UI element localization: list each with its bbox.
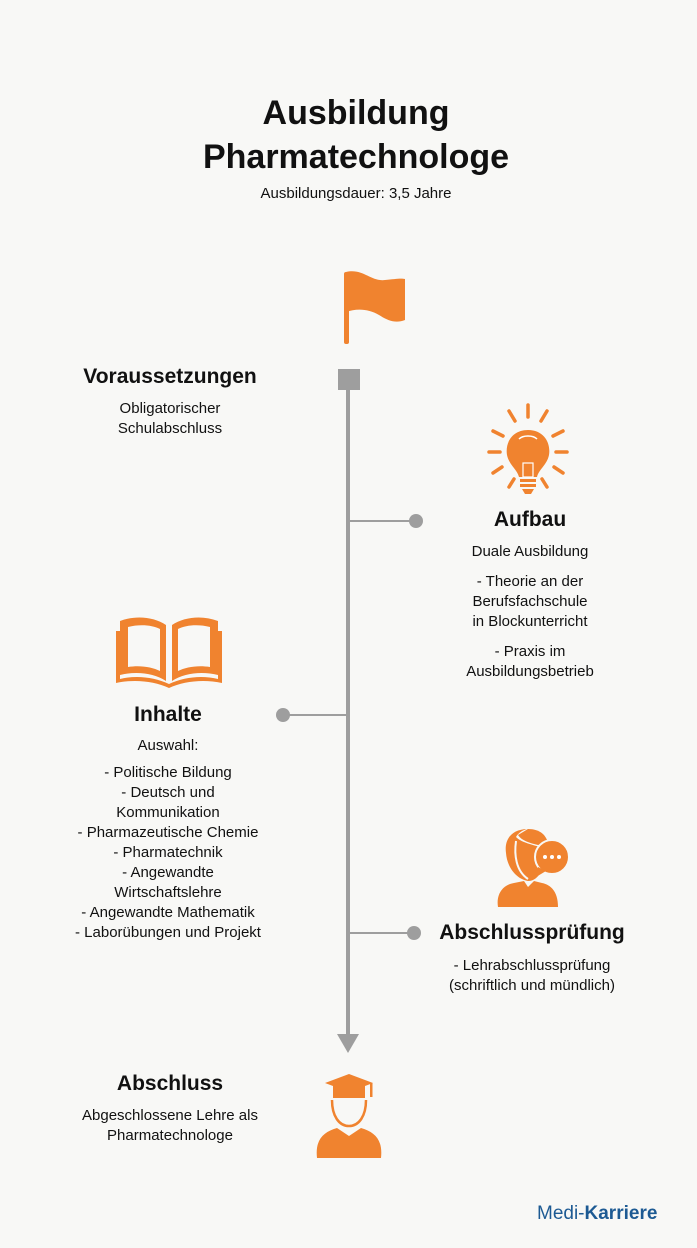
text-line: Kommunikation — [116, 804, 220, 821]
text-abschlusspruefung: - Lehrabschlussprüfung (schriftlich und … — [449, 956, 615, 996]
title-line-1: Ausbildung — [262, 94, 450, 132]
heading-voraussetzungen: Voraussetzungen — [83, 365, 257, 388]
text-line: - Angewandte — [122, 864, 214, 881]
text-line: Wirtschaftslehre — [114, 884, 222, 901]
timeline-dot-abschlusspruefung — [407, 926, 421, 940]
text-line: - Pharmatechnik — [113, 844, 223, 861]
text-line: (schriftlich und mündlich) — [449, 977, 615, 994]
text-line: - Politische Bildung — [104, 764, 232, 781]
text-line: - Theorie an der — [476, 573, 584, 590]
timeline-arrow-icon — [337, 1034, 359, 1053]
text-line: - Lehrabschlussprüfung — [453, 957, 611, 974]
logo-part-1: Medi- — [537, 1203, 585, 1224]
heading-aufbau: Aufbau — [493, 508, 567, 531]
text-line: - Praxis im — [494, 643, 566, 660]
flag-icon — [344, 271, 405, 344]
text-line: Obligatorischer — [119, 400, 221, 417]
timeline-dot-inhalte — [276, 708, 290, 722]
connector-inhalte — [283, 714, 348, 716]
book-icon — [116, 617, 222, 688]
connector-aufbau — [348, 520, 416, 522]
text-line: Auswahl: — [137, 737, 199, 754]
text-voraussetzungen: Obligatorischer Schulabschluss — [118, 399, 222, 439]
text-line: Schulabschluss — [117, 420, 223, 437]
person-speech-icon — [497, 829, 570, 907]
text-abschluss: Abgeschlossene Lehre als Pharmatechnolog… — [82, 1106, 258, 1146]
logo-part-2: Karriere — [584, 1203, 658, 1224]
heading-inhalte: Inhalte — [134, 703, 202, 726]
text-line: Abgeschlossene Lehre als — [82, 1107, 258, 1124]
text-line: - Angewandte Mathematik — [81, 904, 255, 921]
heading-abschluss: Abschluss — [116, 1072, 224, 1095]
text-line: - Pharmazeutische Chemie — [77, 824, 259, 841]
text-line: Berufsfachschule — [472, 593, 588, 610]
heading-abschlusspruefung: Abschlussprüfung — [439, 921, 625, 944]
text-line: in Blockunterricht — [472, 613, 588, 630]
medi-karriere-logo: Medi-Karriere — [537, 1203, 657, 1225]
text-line: - Laborübungen und Projekt — [75, 924, 261, 941]
text-line: - Deutsch und — [121, 784, 215, 801]
text-line: Pharmatechnologe — [107, 1127, 233, 1144]
text-aufbau: Duale Ausbildung - Theorie an der Berufs… — [466, 542, 594, 682]
timeline-line — [346, 388, 350, 1038]
timeline-start-square — [338, 369, 360, 390]
subtitle: Ausbildungsdauer: 3,5 Jahre — [260, 185, 452, 202]
timeline-dot-aufbau — [409, 514, 423, 528]
text-inhalte: Auswahl: - Politische Bildung - Deutsch … — [75, 736, 261, 943]
title-line-2: Pharmatechnologe — [202, 138, 510, 176]
lightbulb-icon — [487, 403, 569, 494]
connector-abschlusspruefung — [348, 932, 414, 934]
text-line: Ausbildungsbetrieb — [466, 663, 594, 680]
text-line: Duale Ausbildung — [471, 543, 589, 560]
graduate-icon — [316, 1074, 382, 1158]
